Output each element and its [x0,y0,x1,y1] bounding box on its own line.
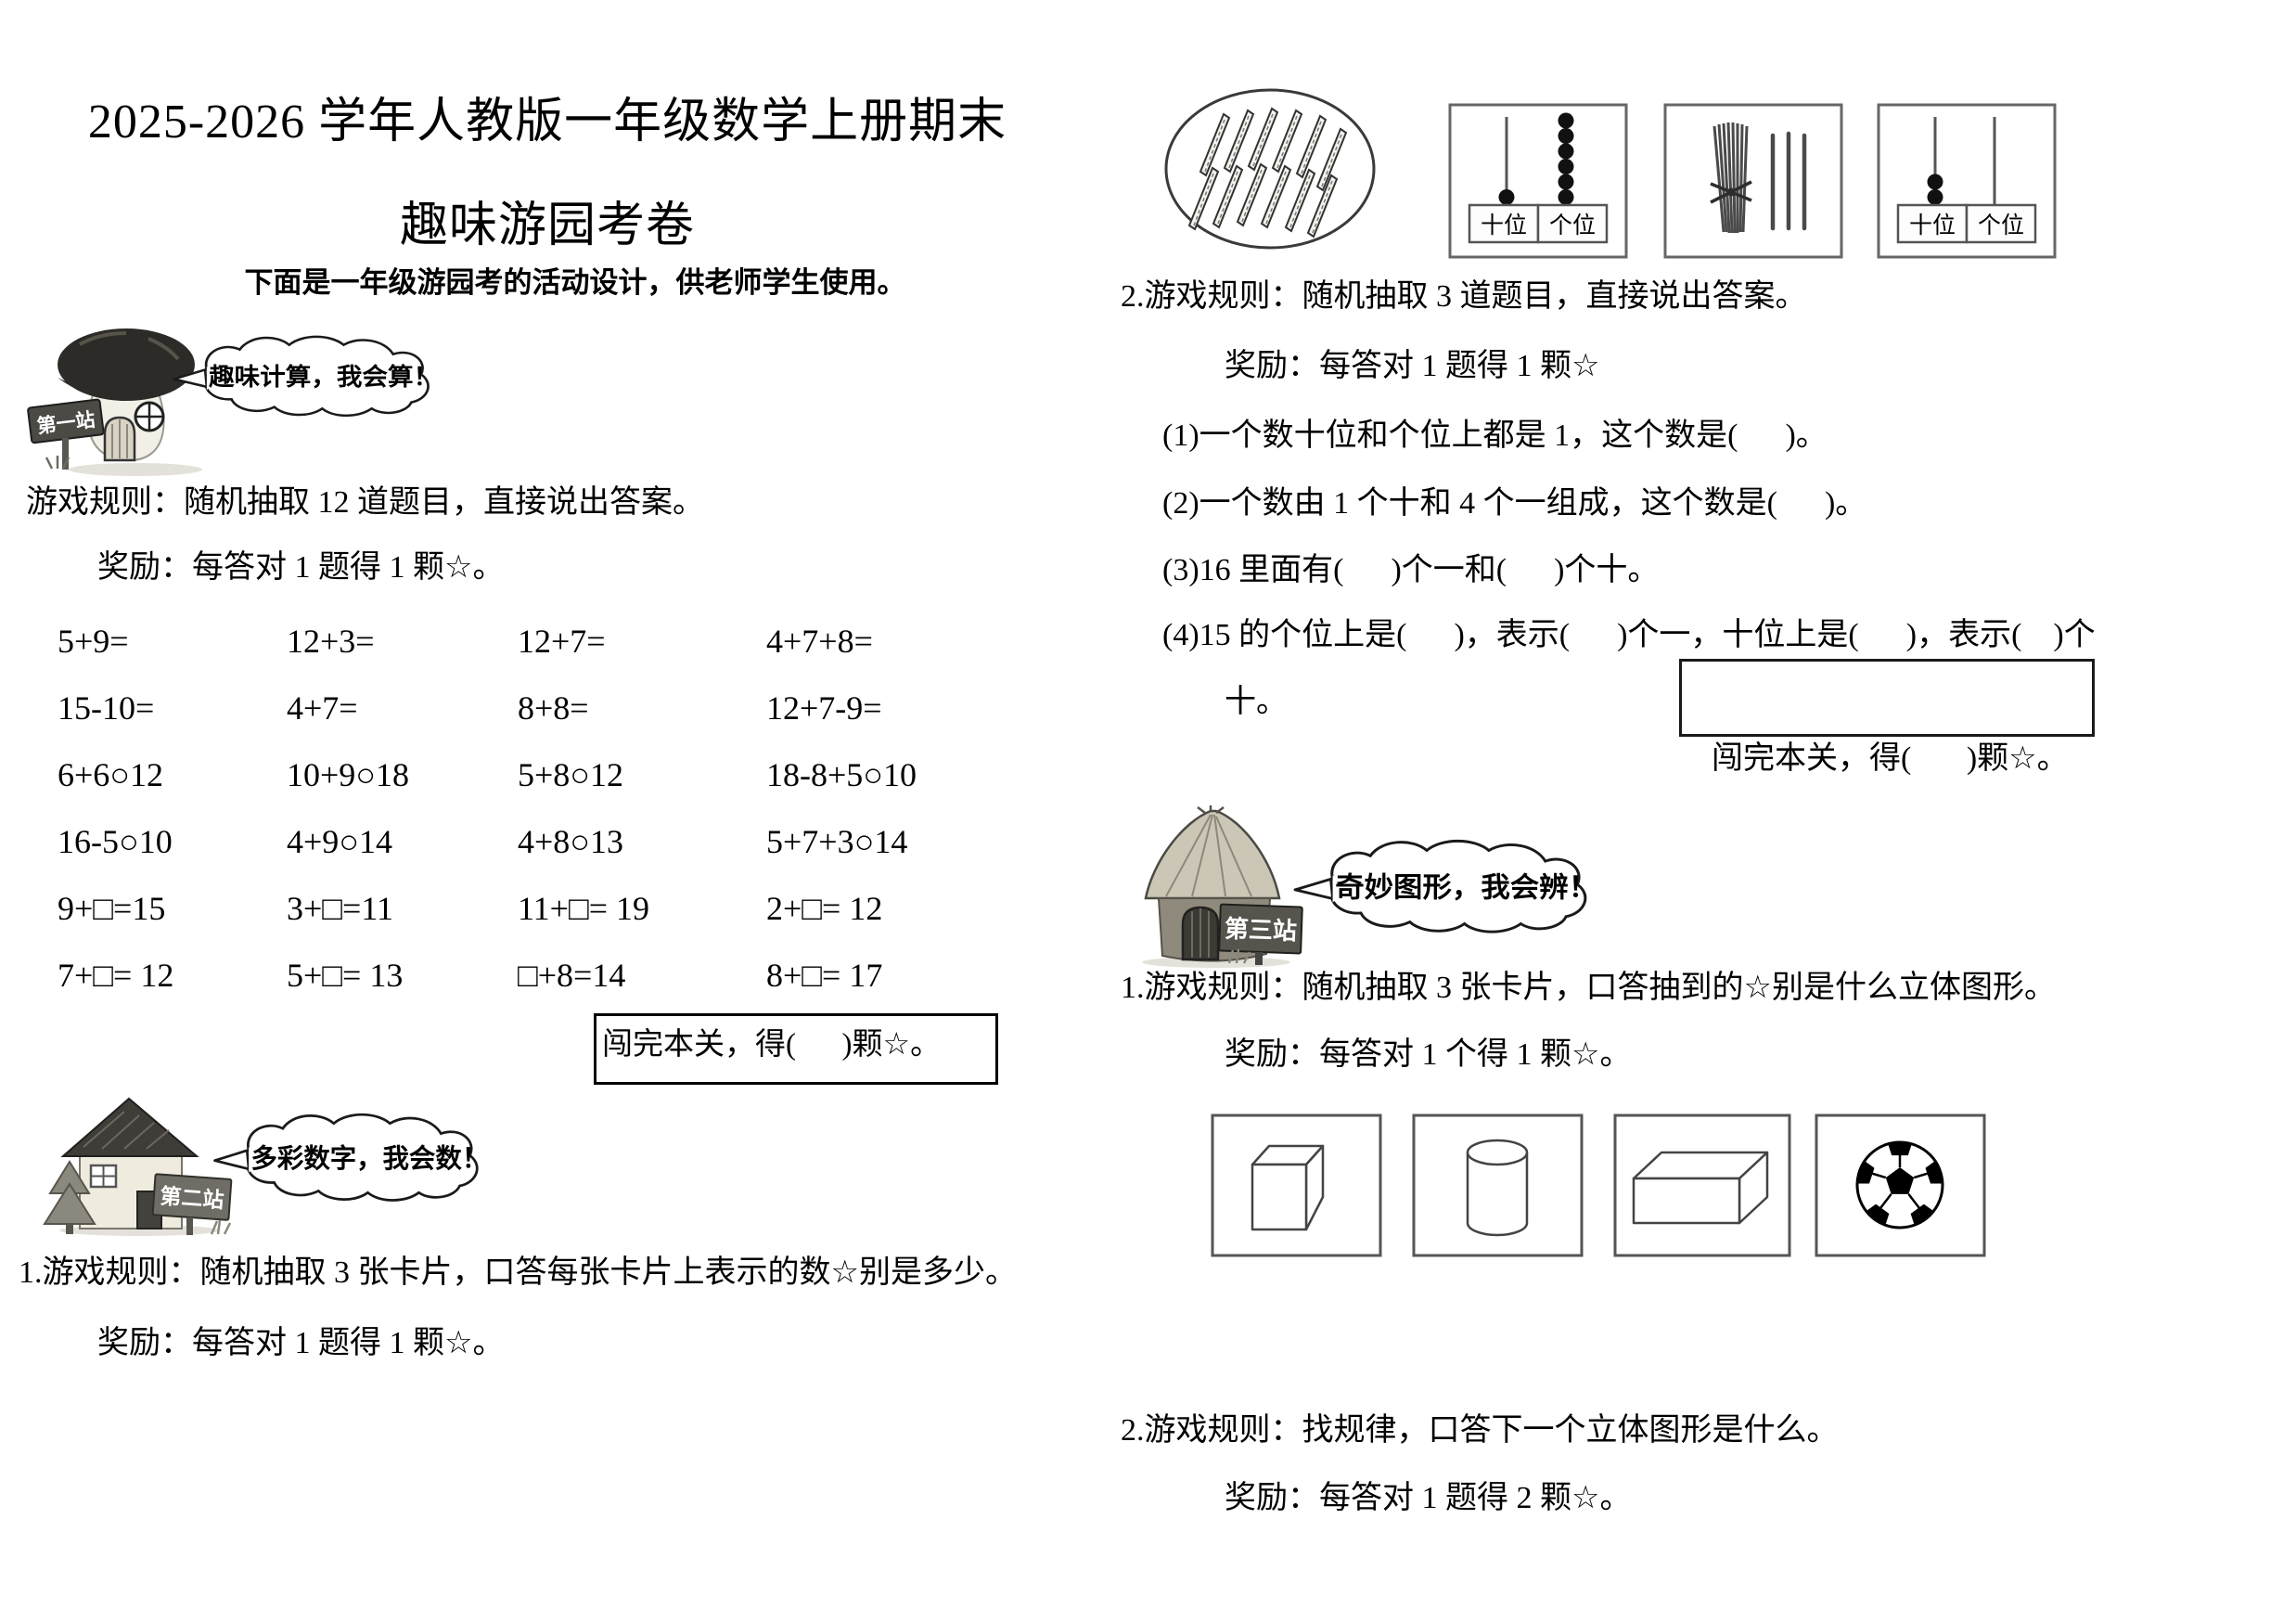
math-problem: 9+□=15 [58,890,166,927]
house-icon: 第二站 [43,1097,233,1236]
station2-part2-rules: 2.游戏规则：随机抽取 3 道题目，直接说出答案。 [1121,279,1807,314]
mushroom-house-icon: 第一站 [27,328,202,476]
station1-rules: 游戏规则：随机抽取 12 道题目，直接说出答案。 [26,485,704,520]
speech-bubble-station2: 多彩数字，我会数！ [213,1113,489,1202]
station2-part2-reward: 奖励：每答对 1 题得 1 颗☆ [1225,349,1600,383]
grass [45,456,71,470]
cuboid-icon [1632,1151,1769,1225]
bubble-text-station1: 趣味计算，我会算！ [208,363,439,391]
station3-part2-reward: 奖励：每答对 1 题得 2 颗☆。 [1225,1481,1632,1515]
abacus-card-1: 十位 个位 [1448,103,1628,259]
counting-sticks-oval-card [1164,88,1376,250]
grass [1227,948,1251,964]
cube-icon [1251,1144,1325,1231]
soccer-ball-icon [1855,1140,1944,1229]
pass-score-note-station2: 闯完本关，得( )颗☆。 [1712,741,2069,776]
bubble-cloud [200,335,430,418]
math-problem: 6+6○12 [58,756,164,793]
tens-label: 十位 [1909,212,1956,238]
exam-subtitle: 趣味游园考卷 [399,200,695,252]
station-sign: 第二站 [151,1173,233,1221]
math-problem: 3+□=11 [287,890,394,927]
math-problem: 7+□= 12 [58,957,174,994]
math-problem: 5+8○12 [518,756,624,793]
bubble-tail [173,368,209,389]
math-problem: 5+7+3○14 [766,823,908,860]
question-4: (4)15 的个位上是( )，表示( )个一，十位上是( )，表示( )个 [1162,618,2096,652]
station-sign: 第三站 [1218,903,1303,955]
speech-bubble-station1: 趣味计算，我会算！ [173,335,439,418]
station3-part1-rules: 1.游戏规则：随机抽取 3 张卡片，口答抽到的☆别是什么立体图形。 [1121,971,2056,1005]
thatched-roof [1144,809,1281,900]
tens-beads [1498,189,1515,205]
roof-tuft [1197,805,1225,814]
math-problem: 4+7+8= [766,623,873,660]
bubble-cloud [1326,840,1587,933]
cylinder-icon [1466,1139,1529,1237]
station-sign-label: 第三站 [1224,915,1297,946]
station2-part1-rules: 1.游戏规则：随机抽取 3 张卡片，口答每张卡片上表示的数☆别是多少。 [19,1255,1017,1290]
hut-icon: 第三站 [1142,805,1303,968]
bubble-cloud [242,1113,479,1202]
bubble-text-station2: 多彩数字，我会数！ [251,1143,489,1173]
math-problem: 4+8○13 [518,823,624,860]
math-problem: 18-8+5○10 [766,756,917,793]
grass [210,1219,232,1235]
roof [60,1097,199,1157]
bubble-tail [1293,877,1335,900]
question-2: (2)一个数由 1 个十和 4 个一组成，这个数是( )。 [1162,486,1867,521]
stick-bundle-card [1663,103,1843,259]
math-problem: 12+3= [287,623,375,660]
math-problem: 5+9= [58,623,129,660]
station1-reward: 奖励：每答对 1 题得 1 颗☆。 [97,550,505,585]
math-problem: 12+7= [518,623,606,660]
sign-post [186,1217,193,1235]
tens-label: 十位 [1481,212,1527,238]
speech-bubble-station3: 奇妙图形，我会辨！ [1293,840,1597,933]
math-problem: 4+7= [287,689,358,727]
tens-beads [1927,174,1943,205]
station3-part2-rules: 2.游戏规则：找规律，口答下一个立体图形是什么。 [1121,1413,1839,1448]
station2-part1-reward: 奖励：每答对 1 题得 1 颗☆。 [97,1326,505,1360]
math-problem: 8+8= [518,689,589,727]
ones-beads [1558,112,1574,205]
question-3: (3)16 里面有( )个一和( )个十。 [1162,553,1660,587]
station-sign-label: 第二站 [160,1184,225,1213]
cube-card [1211,1114,1382,1257]
exam-title: 2025-2026 学年人教版一年级数学上册期末 [87,96,1007,148]
pass-score-box-station1: 闯完本关，得( )颗☆。 [594,1013,998,1085]
counting-sticks [1187,107,1348,238]
sign-post [1255,952,1263,965]
empty-answer-box [1679,659,2095,737]
ground-shadow [69,463,202,476]
math-problem: 11+□= 19 [518,890,650,927]
bubble-text-station3: 奇妙图形，我会辨！ [1335,872,1597,903]
cuboid-card [1613,1114,1791,1257]
loose-sticks [1770,131,1807,231]
math-problem: 5+□= 13 [287,957,404,994]
card-border [1663,103,1843,259]
question-4-continued: 十。 [1225,685,1288,719]
math-problem: 10+9○18 [287,756,410,793]
bubble-tail [213,1149,250,1171]
math-problem: 15-10= [58,689,155,727]
question-1: (1)一个数十位和个位上都是 1，这个数是( )。 [1162,418,1828,453]
intro-note: 下面是一年级游园考的活动设计，供老师学生使用。 [244,266,906,299]
sign-post [62,438,69,470]
station3-part1-reward: 奖励：每答对 1 个得 1 颗☆。 [1225,1037,1632,1072]
cylinder-card [1412,1114,1584,1257]
math-problem: 8+□= 17 [766,957,883,994]
math-problem: 2+□= 12 [766,890,883,927]
soccer-ball-card [1815,1114,1986,1257]
math-problem: 12+7-9= [766,689,882,727]
math-problem: □+8=14 [518,957,626,994]
ones-label: 个位 [1549,212,1596,238]
ones-label: 个位 [1978,212,2024,238]
math-problem: 16-5○10 [58,823,173,860]
math-problem: 4+9○14 [287,823,393,860]
math-problems-grid: 5+9= 12+3= 12+7= 4+7+8= 15-10= 4+7= 8+8=… [58,608,971,1009]
station-sign: 第一站 [27,398,105,444]
stick-bundle [1712,122,1749,234]
abacus-card-2: 十位 个位 [1877,103,2057,259]
